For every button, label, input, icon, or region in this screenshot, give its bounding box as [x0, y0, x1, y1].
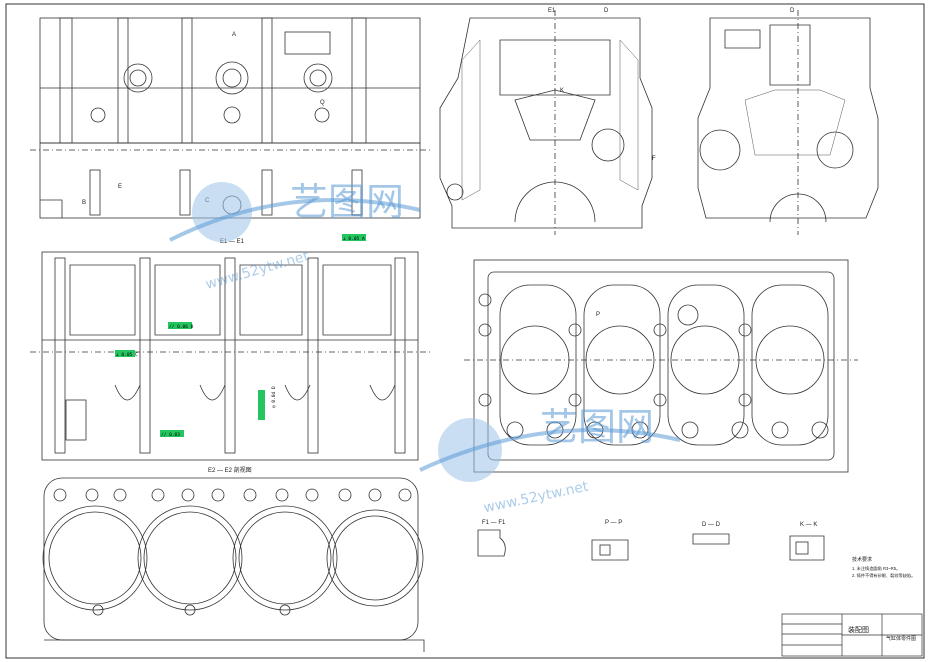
callout-b: B	[82, 200, 86, 206]
tolerance-frame-5: // 0.03	[161, 432, 180, 438]
callout-k: K	[560, 88, 564, 94]
callout-f: F	[652, 156, 656, 162]
watermark-logo-upper: 艺图网	[290, 180, 404, 224]
callout-a: A	[232, 32, 236, 38]
notes-line-2: 2. 铸件不得有砂眼、裂纹等缺陷。	[852, 572, 915, 579]
tolerance-frame-3: ⊥ 0.05 C	[116, 352, 138, 358]
section-k-label: K — K	[800, 522, 817, 528]
view-d-tag: D	[790, 8, 795, 14]
section-f1-label: F1 — F1	[482, 520, 506, 526]
tolerance-frame-1: ⊥ 0.05 A	[343, 236, 365, 242]
callout-q: Q	[320, 100, 325, 106]
callout-e: E	[118, 184, 122, 190]
watermark-logo-lower: 艺图网	[540, 405, 654, 449]
tolerance-frame-2: // 0.06 B	[169, 324, 194, 330]
section-p-label: P — P	[605, 520, 622, 526]
sheet-border	[5, 3, 925, 659]
detail-sections	[477, 529, 825, 561]
view-section-e2	[30, 251, 430, 461]
notes-line-1: 1. 未注铸造圆角 R3~R5。	[852, 565, 900, 572]
callout-p: P	[596, 312, 600, 318]
view-right-plan	[464, 259, 858, 473]
tolerance-frame-4: ◎ 0.04 D	[271, 386, 277, 408]
watermark-lower: 艺图网 www.52ytw.net	[419, 405, 681, 517]
view-front-top	[30, 17, 430, 219]
notes-heading: 技术要求	[852, 556, 872, 563]
view-bottom-bores	[42, 477, 425, 652]
watermark-url-lower: www.52ytw.net	[482, 479, 590, 517]
watermark-upper: 艺图网 www.52ytw.net	[169, 180, 421, 293]
view-e2-label: E2 — E2 剖视图	[208, 466, 252, 474]
callouts: A B C D E F K P Q	[82, 8, 656, 318]
view-section-middle	[439, 10, 653, 235]
title-block	[781, 613, 923, 657]
section-d-label: D — D	[702, 522, 721, 528]
view-e1-label: E1 — E1	[220, 239, 245, 245]
callout-d: D	[604, 8, 609, 14]
title-block-subtitle: 气缸体零件图	[886, 635, 916, 642]
title-block-title: 装配图	[848, 625, 869, 634]
tolerance-frames: ⊥ 0.05 A // 0.06 B ⊥ 0.05 C ◎ 0.04 D // …	[115, 234, 366, 438]
view-e1-tag: E1	[548, 8, 556, 14]
view-section-right	[697, 10, 879, 235]
